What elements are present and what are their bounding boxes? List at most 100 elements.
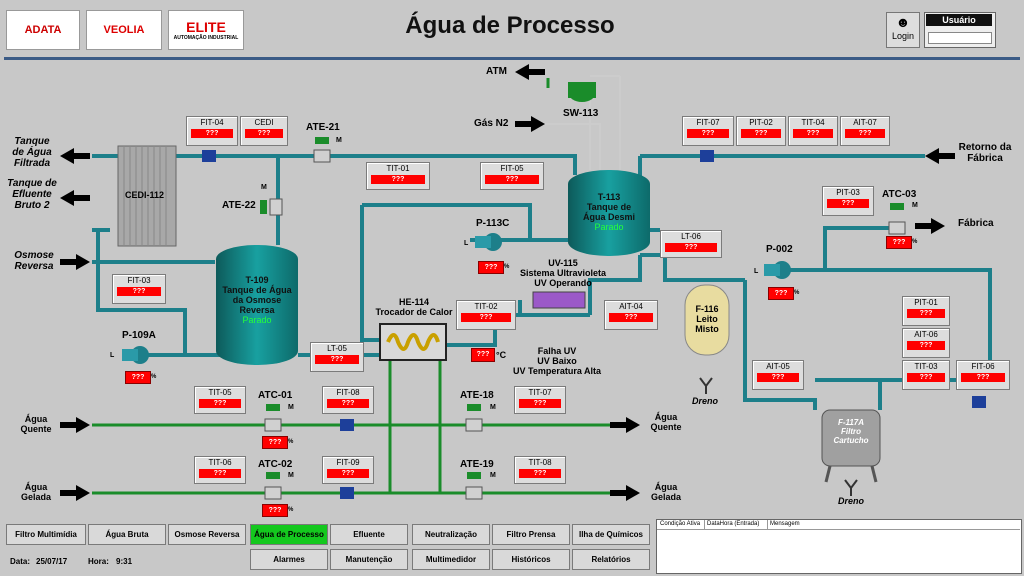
atc03-pct: % <box>912 239 918 245</box>
he114-exchanger <box>379 323 447 361</box>
lt05-tag: LT-05 <box>327 344 347 353</box>
fit03-panel[interactable]: FIT-03??? <box>112 274 166 304</box>
tit06-panel[interactable]: TIT-06??? <box>194 456 246 484</box>
fit06-panel[interactable]: FIT-06??? <box>956 360 1010 390</box>
ait06-panel[interactable]: AIT-06??? <box>902 328 950 358</box>
p109a-pct: % <box>151 374 157 380</box>
fit09-tag: FIT-09 <box>336 458 360 467</box>
fit09-panel[interactable]: FIT-09??? <box>322 456 374 484</box>
adata-logo: ADATA <box>6 10 80 50</box>
tit04-tag: TIT-04 <box>801 118 825 127</box>
pit01-panel[interactable]: PIT-01??? <box>902 296 950 326</box>
nav-efluente[interactable]: Efluente <box>330 524 408 545</box>
fit07-value: ??? <box>687 129 729 138</box>
pit02-panel[interactable]: PIT-02??? <box>736 116 786 146</box>
tit06-value: ??? <box>199 469 241 478</box>
lt05-panel[interactable]: LT-05??? <box>310 342 364 372</box>
cedi-value: ??? <box>245 129 283 138</box>
tit01-value: ??? <box>371 175 425 184</box>
tit01-panel[interactable]: TIT-01??? <box>366 162 430 190</box>
lt05-value: ??? <box>315 355 359 364</box>
alarm-table[interactable]: Condição Ativa DataHora (Entrada) Mensag… <box>656 519 1022 574</box>
nav-relatorios[interactable]: Relatórios <box>572 549 650 570</box>
pit02-tag: PIT-02 <box>749 118 773 127</box>
nav-neutralizacao[interactable]: Neutralização <box>412 524 490 545</box>
tit07-tag: TIT-07 <box>528 388 552 397</box>
uv115-label: UV-115 Sistema Ultravioleta UV Operando <box>519 258 607 288</box>
alarm-col-condicao[interactable]: Condição Ativa <box>657 520 705 530</box>
tit06-tag: TIT-06 <box>208 458 232 467</box>
t113-tank[interactable]: T-113 Tanque de Água Desmi Parado <box>568 170 650 256</box>
pit03-panel[interactable]: PIT-03??? <box>822 186 874 216</box>
lt06-value: ??? <box>665 243 717 252</box>
atc02-m: M <box>288 472 294 479</box>
nav-historicos[interactable]: Históricos <box>492 549 570 570</box>
lt06-panel[interactable]: LT-06??? <box>660 230 722 258</box>
ate21-m: M <box>336 137 342 144</box>
nav-agua-bruta[interactable]: Água Bruta <box>88 524 166 545</box>
veolia-logo: VEOLIA <box>86 10 162 50</box>
fit07-panel[interactable]: FIT-07??? <box>682 116 734 146</box>
time-label: Hora: <box>88 557 109 566</box>
p109a-l: L <box>110 352 115 359</box>
pipe-cedi-t113 <box>92 154 577 175</box>
tit05-panel[interactable]: TIT-05??? <box>194 386 246 414</box>
pit03-tag: PIT-03 <box>836 188 860 197</box>
fit05-value: ??? <box>485 175 539 184</box>
atc03-position: ??? <box>886 236 912 249</box>
ait07-tag: AIT-07 <box>853 118 877 127</box>
fit09-value: ??? <box>327 469 369 478</box>
atc01-m: M <box>288 404 294 411</box>
nav-alarmes[interactable]: Alarmes <box>250 549 328 570</box>
f117a-label: F-117A Filtro Cartucho <box>833 418 869 445</box>
ate18-label: ATE-18 <box>460 390 494 401</box>
fit08-panel[interactable]: FIT-08??? <box>322 386 374 414</box>
ait05-panel[interactable]: AIT-05??? <box>752 360 804 390</box>
fit03-tag: FIT-03 <box>127 276 151 285</box>
ait06-tag: AIT-06 <box>914 330 938 339</box>
tit02-tag: TIT-02 <box>474 302 498 311</box>
ait07-panel[interactable]: AIT-07??? <box>840 116 890 146</box>
agua-gelada-out-label: Água Gelada <box>650 482 681 502</box>
nav-agua-de-processo[interactable]: Água de Processo <box>250 524 328 545</box>
fit06-tag: FIT-06 <box>971 362 995 371</box>
login-label: Login <box>891 31 915 41</box>
tit04-panel[interactable]: TIT-04??? <box>788 116 838 146</box>
pit02-value: ??? <box>741 129 781 138</box>
login-button[interactable]: ☻ Login <box>886 12 920 48</box>
f116-label: F-116 Leito Misto <box>695 304 719 334</box>
pit01-tag: PIT-01 <box>914 298 938 307</box>
atc03-label: ATC-03 <box>882 189 917 200</box>
t113-status: Parado <box>594 222 624 232</box>
cedi112-label: CEDI-112 <box>125 190 165 200</box>
atc03-m: M <box>912 202 918 209</box>
nav-osmose-reversa[interactable]: Osmose Reversa <box>168 524 246 545</box>
user-field[interactable] <box>928 32 992 44</box>
t109-tank[interactable]: T-109 Tanque de Água da Osmose Reversa P… <box>216 245 298 365</box>
agua-quente-out-label: Água Quente <box>650 412 682 432</box>
nav-multimedidor[interactable]: Multimedidor <box>412 549 490 570</box>
alarm-col-mensagem[interactable]: Mensagem <box>767 520 1020 530</box>
tit07-panel[interactable]: TIT-07??? <box>514 386 566 414</box>
ait04-panel[interactable]: AIT-04??? <box>604 300 658 330</box>
fit07-tag: FIT-07 <box>696 118 720 127</box>
ate18-m: M <box>490 404 496 411</box>
fit08-tag: FIT-08 <box>336 388 360 397</box>
nav-manutencao[interactable]: Manutenção <box>330 549 408 570</box>
nav-filtro-multimidia[interactable]: Filtro Multimídia <box>6 524 86 545</box>
tit03-panel[interactable]: TIT-03??? <box>902 360 950 390</box>
ait04-tag: AIT-04 <box>619 302 643 311</box>
nav-filtro-prensa[interactable]: Filtro Prensa <box>492 524 570 545</box>
tit07-value: ??? <box>519 399 561 408</box>
fit04-panel[interactable]: FIT-04??? <box>186 116 238 146</box>
pit03-value: ??? <box>827 199 869 208</box>
nav-ilha-de-quimicos[interactable]: Ilha de Químicos <box>572 524 650 545</box>
he114-label: HE-114 Trocador de Calor <box>375 297 453 317</box>
tit08-panel[interactable]: TIT-08??? <box>514 456 566 484</box>
tit03-value: ??? <box>907 373 945 382</box>
fit05-tag: FIT-05 <box>500 164 524 173</box>
fit05-panel[interactable]: FIT-05??? <box>480 162 544 190</box>
cedi-panel[interactable]: CEDI??? <box>240 116 288 146</box>
tit02-panel[interactable]: TIT-02??? <box>456 300 516 330</box>
alarm-col-datahora[interactable]: DataHora (Entrada) <box>704 520 768 530</box>
